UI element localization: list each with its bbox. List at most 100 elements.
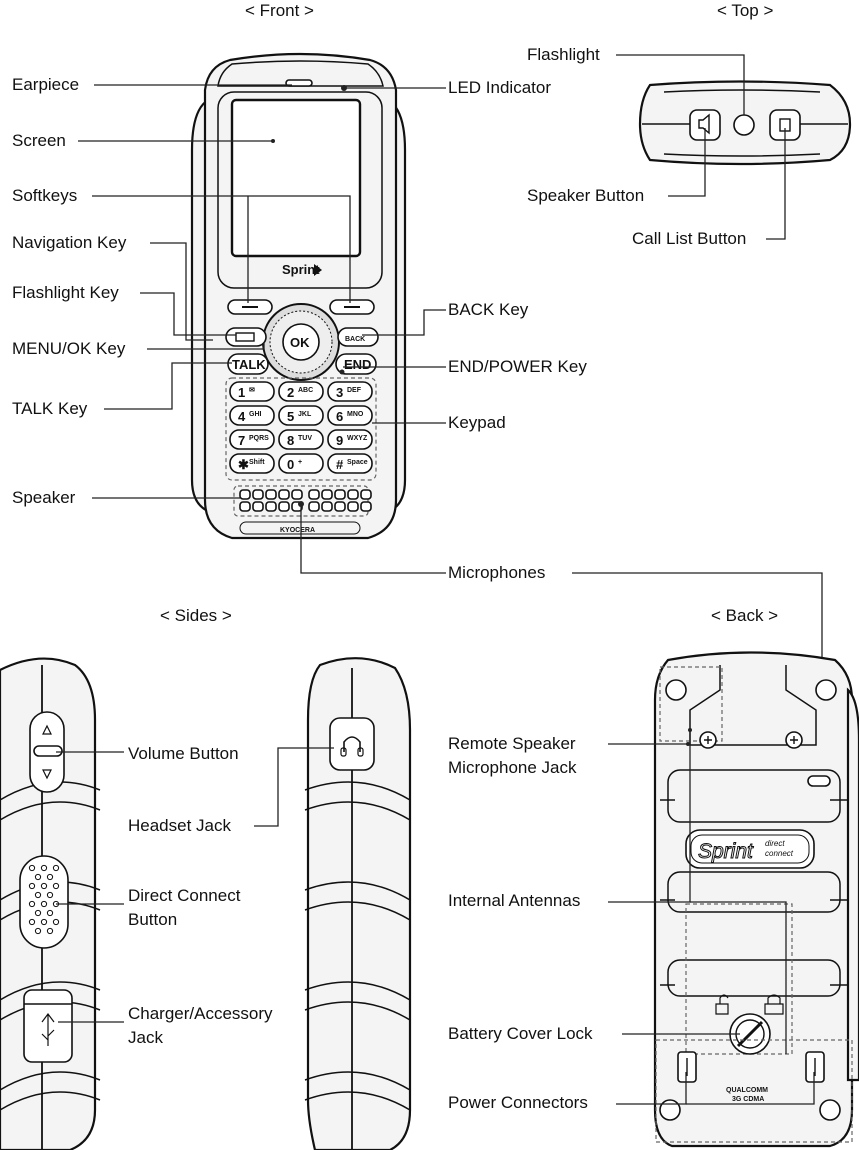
- label-direct-connect-1: Direct Connect: [128, 886, 241, 905]
- direct-connect-dot: [46, 873, 54, 881]
- back-key-text: BACK: [345, 336, 365, 343]
- keypad-key-sub: MNO: [347, 411, 364, 418]
- label-battery-cover-lock: Battery Cover Lock: [448, 1024, 593, 1043]
- keypad-key-main: 7: [238, 433, 245, 448]
- direct-connect-dot: [28, 882, 36, 890]
- label-headset-jack: Headset Jack: [128, 816, 231, 835]
- side-view-right: [304, 657, 412, 1150]
- direct-connect-dot: [34, 909, 42, 917]
- grille-hole: [334, 489, 346, 500]
- label-speaker: Speaker: [12, 488, 76, 507]
- label-microphones: Microphones: [448, 563, 546, 582]
- label-charger-2: Jack: [128, 1028, 163, 1047]
- label-charger-1: Charger/Accessory: [128, 1004, 273, 1023]
- direct-connect-dot: [28, 918, 36, 926]
- label-softkeys: Softkeys: [12, 186, 78, 205]
- label-call-list-button: Call List Button: [632, 229, 747, 248]
- keypad-key-main: 9: [336, 433, 343, 448]
- grille-hole: [239, 489, 251, 500]
- label-remote-speaker-2: Microphone Jack: [448, 758, 577, 777]
- keypad-key-sub: WXYZ: [347, 435, 368, 442]
- side-view-left: [0, 657, 101, 1150]
- end-key-text: END: [344, 357, 371, 372]
- label-menu-ok-key: MENU/OK Key: [12, 339, 126, 358]
- grille-hole: [321, 489, 333, 500]
- direct-connect-dot: [52, 864, 60, 872]
- top-leaders: [616, 54, 786, 240]
- label-internal-antennas: Internal Antennas: [448, 891, 581, 910]
- side-right-leaders: [254, 747, 334, 827]
- grille-hole: [308, 501, 320, 512]
- label-back-key: BACK Key: [448, 300, 529, 319]
- grille-hole: [360, 501, 372, 512]
- keypad-key-main: 0: [287, 457, 294, 472]
- ok-key-text: OK: [290, 335, 310, 350]
- direct-connect-dot: [40, 882, 48, 890]
- keypad-key-11: 0+: [278, 453, 324, 474]
- keypad-key-sub: GHI: [249, 411, 262, 418]
- direct-connect-dot: [52, 918, 60, 926]
- keypad-key-sub: +: [298, 459, 302, 466]
- keypad-key-12: #Space: [327, 453, 373, 474]
- keypad-key-main: 1: [238, 385, 245, 400]
- keypad-key-main: 5: [287, 409, 294, 424]
- keypad-key-1: 1✉: [229, 381, 275, 402]
- grille-hole: [334, 501, 346, 512]
- keypad-key-main: ✱: [238, 457, 249, 472]
- front-brand-text: Sprint: [282, 262, 320, 277]
- keypad-key-9: 9 WXYZ: [327, 429, 373, 450]
- direct-connect-dot: [46, 909, 54, 917]
- section-top-heading: < Top >: [717, 1, 774, 20]
- label-navigation-key: Navigation Key: [12, 233, 127, 252]
- direct-connect-dot: [40, 864, 48, 872]
- keypad-key-sub: Space: [347, 459, 368, 466]
- section-front-heading: < Front >: [245, 1, 314, 20]
- label-speaker-button: Speaker Button: [527, 186, 645, 205]
- back-brand-text: Sprint: [698, 840, 754, 863]
- keypad-key-main: 2: [287, 385, 294, 400]
- direct-connect-dot: [40, 918, 48, 926]
- grille-hole: [321, 501, 333, 512]
- keypad-key-sub: DEF: [347, 387, 362, 394]
- label-keypad: Keypad: [448, 413, 506, 432]
- keypad-key-sub: ✉: [249, 387, 255, 394]
- label-led-indicator: LED Indicator: [448, 78, 551, 97]
- grille-hole: [347, 501, 359, 512]
- keypad-key-main: #: [336, 457, 344, 472]
- section-back-heading: < Back >: [711, 606, 779, 625]
- label-power-connectors: Power Connectors: [448, 1093, 588, 1112]
- grille-hole: [291, 489, 303, 500]
- keypad-key-sub: TUV: [298, 435, 312, 442]
- keypad-key-2: 2 ABC: [278, 381, 324, 402]
- label-talk-key: TALK Key: [12, 399, 88, 418]
- direct-connect-dot: [34, 873, 42, 881]
- grille-hole: [252, 501, 264, 512]
- grille-hole: [265, 501, 277, 512]
- label-flashlight-key: Flashlight Key: [12, 283, 119, 302]
- back-leaders: [608, 728, 815, 1105]
- keypad-key-10: ✱Shift: [229, 453, 275, 474]
- back-chip-text-2: 3G CDMA: [732, 1096, 764, 1103]
- keypad-key-main: 4: [238, 409, 246, 424]
- back-chip-text-1: QUALCOMM: [726, 1087, 768, 1094]
- keypad-key-main: 3: [336, 385, 343, 400]
- keypad-key-sub: JKL: [298, 411, 312, 418]
- grille-hole: [265, 489, 277, 500]
- talk-key-text: TALK: [232, 357, 266, 372]
- back-brand-sub1: direct: [765, 839, 785, 848]
- keypad-key-sub: ABC: [298, 387, 313, 394]
- label-flashlight: Flashlight: [527, 45, 600, 64]
- direct-connect-dot: [28, 900, 36, 908]
- label-remote-speaker-1: Remote Speaker: [448, 734, 576, 753]
- direct-connect-dot: [40, 900, 48, 908]
- back-view: Sprint direct connect QUALCOMM 3G CDMA: [653, 651, 859, 1148]
- keypad-key-main: 6: [336, 409, 343, 424]
- direct-connect-dot: [52, 882, 60, 890]
- side-left-leaders: [56, 751, 124, 1023]
- label-volume-button: Volume Button: [128, 744, 239, 763]
